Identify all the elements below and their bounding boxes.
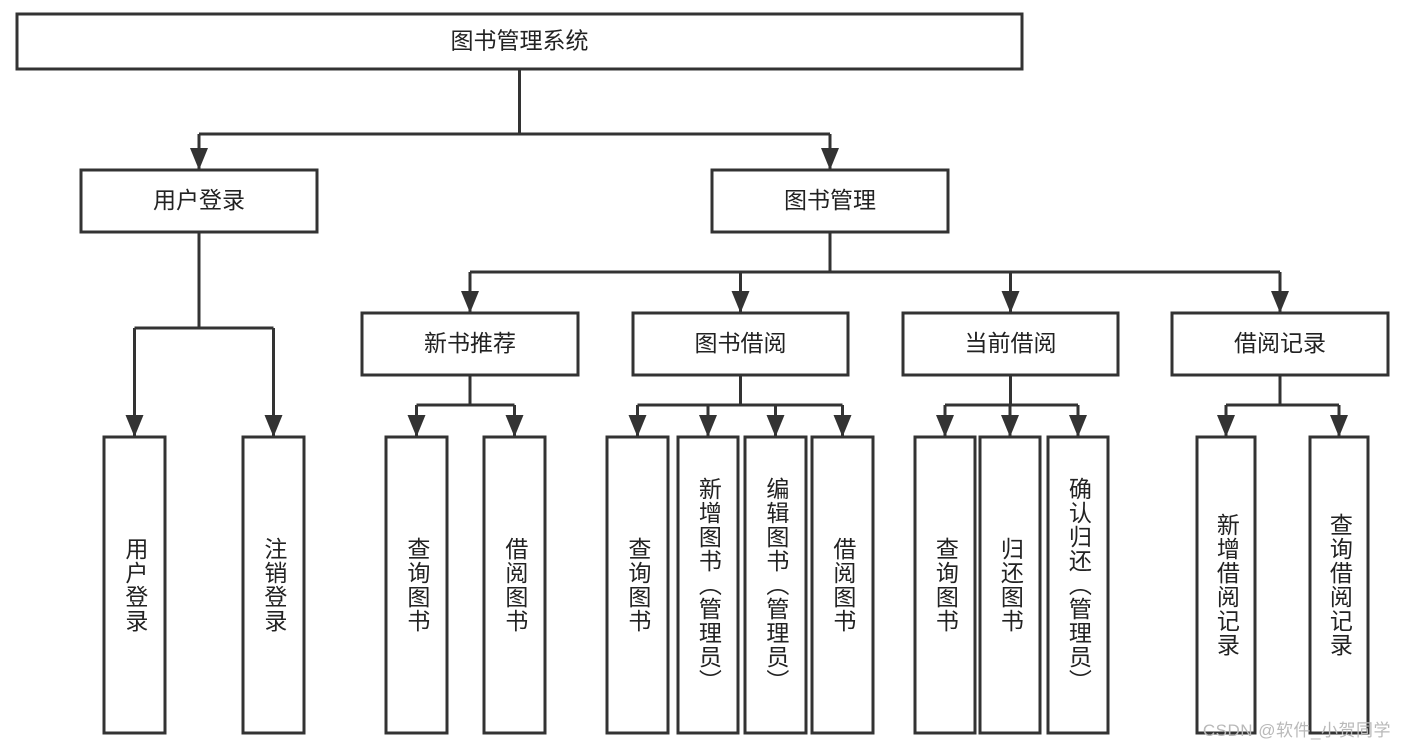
node-label-borrow-records: 借阅记录 [1234, 330, 1326, 356]
node-box-borrow-records[interactable] [1170, 311, 1390, 377]
node-box-borrow-edit-book[interactable] [743, 435, 808, 735]
arrow-current-borrow [1001, 291, 1020, 313]
watermark-text: CSDN @软件_小贺同学 [1202, 721, 1391, 740]
arrow-current-return-book [1001, 415, 1019, 437]
arrow-borrow-edit-book [766, 415, 785, 437]
node-box-current-borrow[interactable] [901, 311, 1120, 377]
node-label-new-book-recommend: 新书推荐 [424, 330, 516, 356]
arrow-current-query-book [936, 415, 954, 437]
arrow-user-login-leaf [125, 415, 144, 437]
node-label-book-borrow: 图书借阅 [695, 330, 787, 356]
arrow-borrow-borrow-book [833, 415, 852, 437]
node-box-rec-borrow-book[interactable] [482, 435, 547, 735]
boxes-layer [15, 12, 1390, 735]
arrow-book-borrow [731, 291, 750, 313]
node-box-record-add[interactable] [1195, 435, 1257, 735]
node-box-root[interactable] [15, 12, 1024, 71]
node-box-user-login-leaf[interactable] [102, 435, 167, 735]
arrow-rec-borrow-book [505, 415, 524, 437]
node-label-user-login: 用户登录 [153, 187, 245, 213]
node-box-book-borrow[interactable] [631, 311, 850, 377]
node-box-user-logout-leaf[interactable] [241, 435, 306, 735]
arrow-rec-query-book [407, 415, 426, 437]
arrow-user-login [190, 148, 208, 170]
arrow-borrow-records [1271, 291, 1289, 313]
arrow-record-add [1217, 415, 1235, 437]
node-box-borrow-add-book[interactable] [676, 435, 740, 735]
node-label-book-management: 图书管理 [784, 187, 876, 213]
node-box-book-management[interactable] [710, 168, 950, 234]
arrow-record-query [1330, 415, 1348, 437]
arrow-borrow-query-book [628, 415, 647, 437]
connectors-layer [125, 69, 1348, 437]
node-label-current-borrow: 当前借阅 [965, 330, 1057, 356]
node-box-rec-query-book[interactable] [384, 435, 449, 735]
node-box-borrow-borrow-book[interactable] [810, 435, 875, 735]
arrow-book-management [821, 148, 839, 170]
node-label-root: 图书管理系统 [451, 28, 589, 54]
arrow-new-book-recommend [461, 291, 479, 313]
arrow-borrow-add-book [699, 415, 717, 437]
node-box-new-book-recommend[interactable] [360, 311, 580, 377]
node-box-user-login[interactable] [79, 168, 319, 234]
node-box-current-return-book[interactable] [978, 435, 1042, 735]
arrow-current-confirm-return [1069, 415, 1087, 437]
node-box-current-confirm-return[interactable] [1046, 435, 1110, 735]
node-box-record-query[interactable] [1308, 435, 1370, 735]
node-box-current-query-book[interactable] [913, 435, 977, 735]
node-box-borrow-query-book[interactable] [605, 435, 670, 735]
arrow-user-logout-leaf [264, 415, 283, 437]
